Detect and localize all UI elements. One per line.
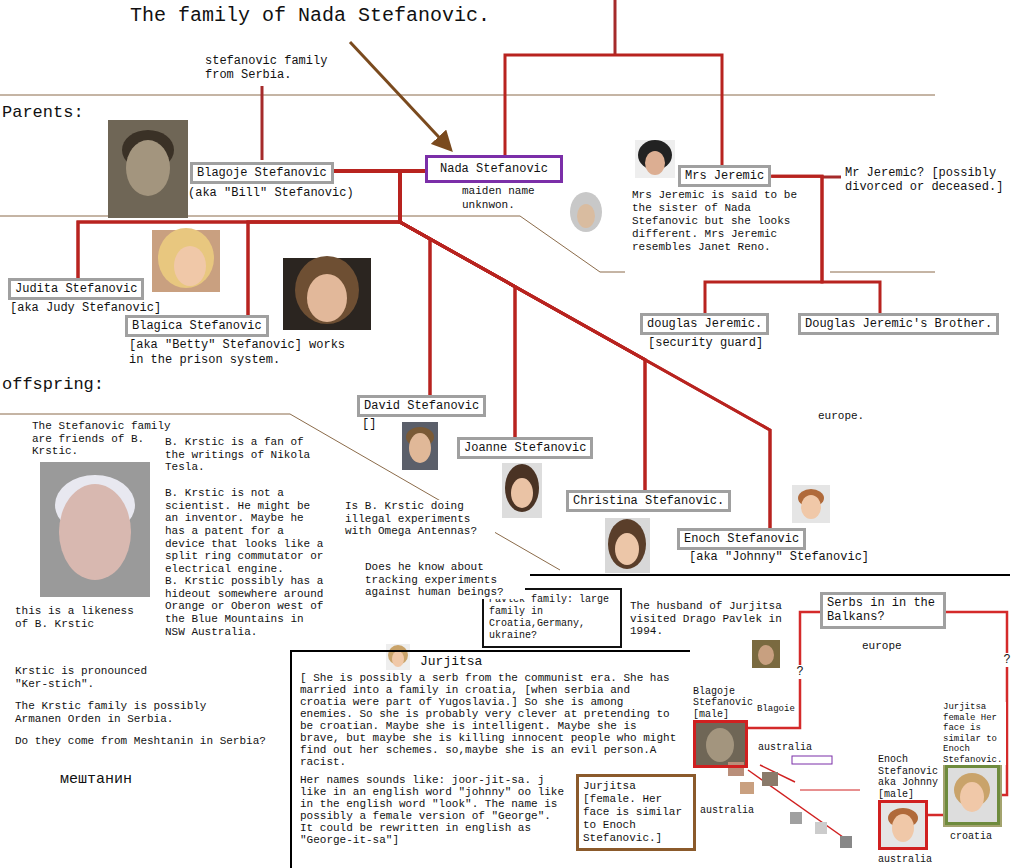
family-connector <box>334 171 645 490</box>
portrait-photo <box>792 485 830 523</box>
person-box: Enoch Stefanovic[aka "Johnny" Stefanovic… <box>677 528 806 550</box>
annotation: Blagoie <box>757 704 795 714</box>
node-label: Enoch Stefanovic aka Johnny [male] <box>878 754 942 800</box>
family-connector <box>928 814 945 817</box>
node-label: Blagoje Stefanovic <box>197 166 327 180</box>
portrait-photo <box>881 803 925 847</box>
annotation: Parents: <box>2 103 84 123</box>
person-box: Mrs JeremicMrs Jeremic is said to be the… <box>678 165 771 187</box>
node-label: Jurjitsa female Her face is similar to E… <box>943 702 1006 765</box>
annotation: croatia <box>950 831 992 843</box>
photo-frame: Jurjitsa female Her face is similar to E… <box>945 765 1000 825</box>
annotation: australia <box>700 805 754 817</box>
node-label: Blagica Stefanovic <box>132 319 262 333</box>
edge-label: ? <box>795 665 804 679</box>
annotation: offspring: <box>2 375 104 395</box>
person-box: Judita Stefanovic[aka Judy Stefanovic] <box>8 278 144 300</box>
person-box: Blagoje Stefanovic(aka "Bill" Stefanovic… <box>190 162 334 184</box>
portrait-photo <box>752 640 780 668</box>
portrait-photo <box>568 192 604 236</box>
pointer-arrow <box>350 42 450 149</box>
group-box: Serbs in in the Balkans? <box>820 592 946 629</box>
portrait-photo <box>152 228 220 292</box>
node-note: (aka "Bill" Stefanovic) <box>188 186 388 200</box>
annotation: Mr Jeremic? [possibly divorced or deceas… <box>845 167 1005 195</box>
portrait-photo <box>108 120 188 218</box>
frame-line <box>530 574 1010 576</box>
node-label: Nada Stefanovic <box>440 162 548 176</box>
portrait-photo <box>948 768 997 822</box>
annotation: The Krstic family is possibly Armanen Or… <box>15 700 255 725</box>
annotation: B. Krstic possibly has a hideout somewhe… <box>165 575 330 638</box>
node-label: Joanne Stefanovic <box>464 441 586 455</box>
annotation: B. Krstic is a fan of the writings of Ni… <box>165 436 325 474</box>
person-box: Christina Stefanovic. <box>566 490 731 512</box>
portrait-photo <box>605 518 650 573</box>
node-note: Her names sounds like: joor-jit-sa. j li… <box>300 774 570 846</box>
annotation: australia <box>758 742 812 754</box>
annotation: Do they come from Meshtanin in Serbia? <box>15 735 285 748</box>
annotation: Is B. Krstic doing illegal experiments w… <box>345 500 495 538</box>
portrait-photo <box>40 462 150 597</box>
person-box: Blagica Stefanovic[aka "Betty" Stefanovi… <box>125 315 269 337</box>
node-label: douglas Jeremic. <box>647 317 762 331</box>
portrait-photo <box>696 723 745 765</box>
annotation: europe <box>862 640 902 653</box>
annotation: Does he know about tracking experiments … <box>365 561 525 599</box>
annotation: stefanovic family from Serbia. <box>205 55 355 83</box>
node-label: Jurjitsa <box>420 654 682 669</box>
portrait-photo <box>402 422 438 470</box>
annotation: The Stefanovic family are friends of B. … <box>32 420 182 458</box>
node-label: Blagoje Stefanovic [male] <box>693 686 755 721</box>
node-note: [] <box>362 417 392 431</box>
node-label: Jurjitsa [female. Her face is similar to… <box>583 780 689 845</box>
node-note: maiden name unknwon. <box>462 185 566 211</box>
annotation: мештанин <box>60 771 132 788</box>
node-note: [aka Judy Stefanovic] <box>10 301 190 315</box>
notes-panel: Jurjitsa [ She is possibly a serb from th… <box>290 650 690 868</box>
family-connector <box>400 171 645 490</box>
node-label: Douglas Jeremic's Brother. <box>805 317 992 331</box>
annotation: Krstic is pronounced "Ker-stich". <box>15 665 185 690</box>
family-connector <box>78 171 400 278</box>
node-note: [ She is possibly a serb from the commun… <box>300 672 682 768</box>
node-label: Pavlek family: large family in Croatia,G… <box>489 594 615 642</box>
node-note: [aka "Johnny" Stefanovic] <box>689 550 889 564</box>
diagram-title: The family of Nada Stefanovic. <box>130 4 490 27</box>
person-box: David Stefanovic[] <box>357 395 486 417</box>
portrait-photo <box>386 644 410 670</box>
node-label: Judita Stefanovic <box>15 282 137 296</box>
person-box: Douglas Jeremic's Brother. <box>798 313 999 335</box>
person-box: Nada Stefanovicmaiden name unknwon. <box>425 155 563 183</box>
edge-label: ? <box>1002 653 1011 667</box>
node-label: Christina Stefanovic. <box>573 494 724 508</box>
family-connector <box>400 171 430 395</box>
node-label: David Stefanovic <box>364 399 479 413</box>
note-box: Jurjitsa [female. Her face is similar to… <box>576 774 696 851</box>
annotation: The husband of Jurjitsa visited Drago Pa… <box>630 600 790 638</box>
annotation: australia <box>878 854 932 866</box>
annotation: europe. <box>818 410 864 423</box>
node-label: Enoch Stefanovic <box>684 532 799 546</box>
photo-frame: Enoch Stefanovic aka Johnny [male] <box>878 800 928 850</box>
portrait-photo <box>283 256 371 330</box>
portrait-photo <box>635 140 675 178</box>
annotation: B. Krstic is not a scientist. He might b… <box>165 487 330 575</box>
node-note: [aka "Betty" Stefanovic] works in the pr… <box>129 338 364 367</box>
node-note: [security guard] <box>648 336 798 350</box>
family-connector <box>505 55 722 165</box>
portrait-photo <box>502 463 542 518</box>
node-label: Serbs in in the Balkans? <box>827 596 939 625</box>
person-box: douglas Jeremic.[security guard] <box>640 313 769 335</box>
family-connector <box>78 171 425 278</box>
node-note: Mrs Jeremic is said to be the sister of … <box>632 189 810 254</box>
node-label: Mrs Jeremic <box>685 169 764 183</box>
photo-frame: Blagoje Stefanovic [male] <box>693 720 748 768</box>
person-box: Joanne Stefanovic <box>457 437 593 459</box>
miniature-tree <box>728 756 860 848</box>
annotation: this is a likeness of B. Krstic <box>15 605 140 630</box>
